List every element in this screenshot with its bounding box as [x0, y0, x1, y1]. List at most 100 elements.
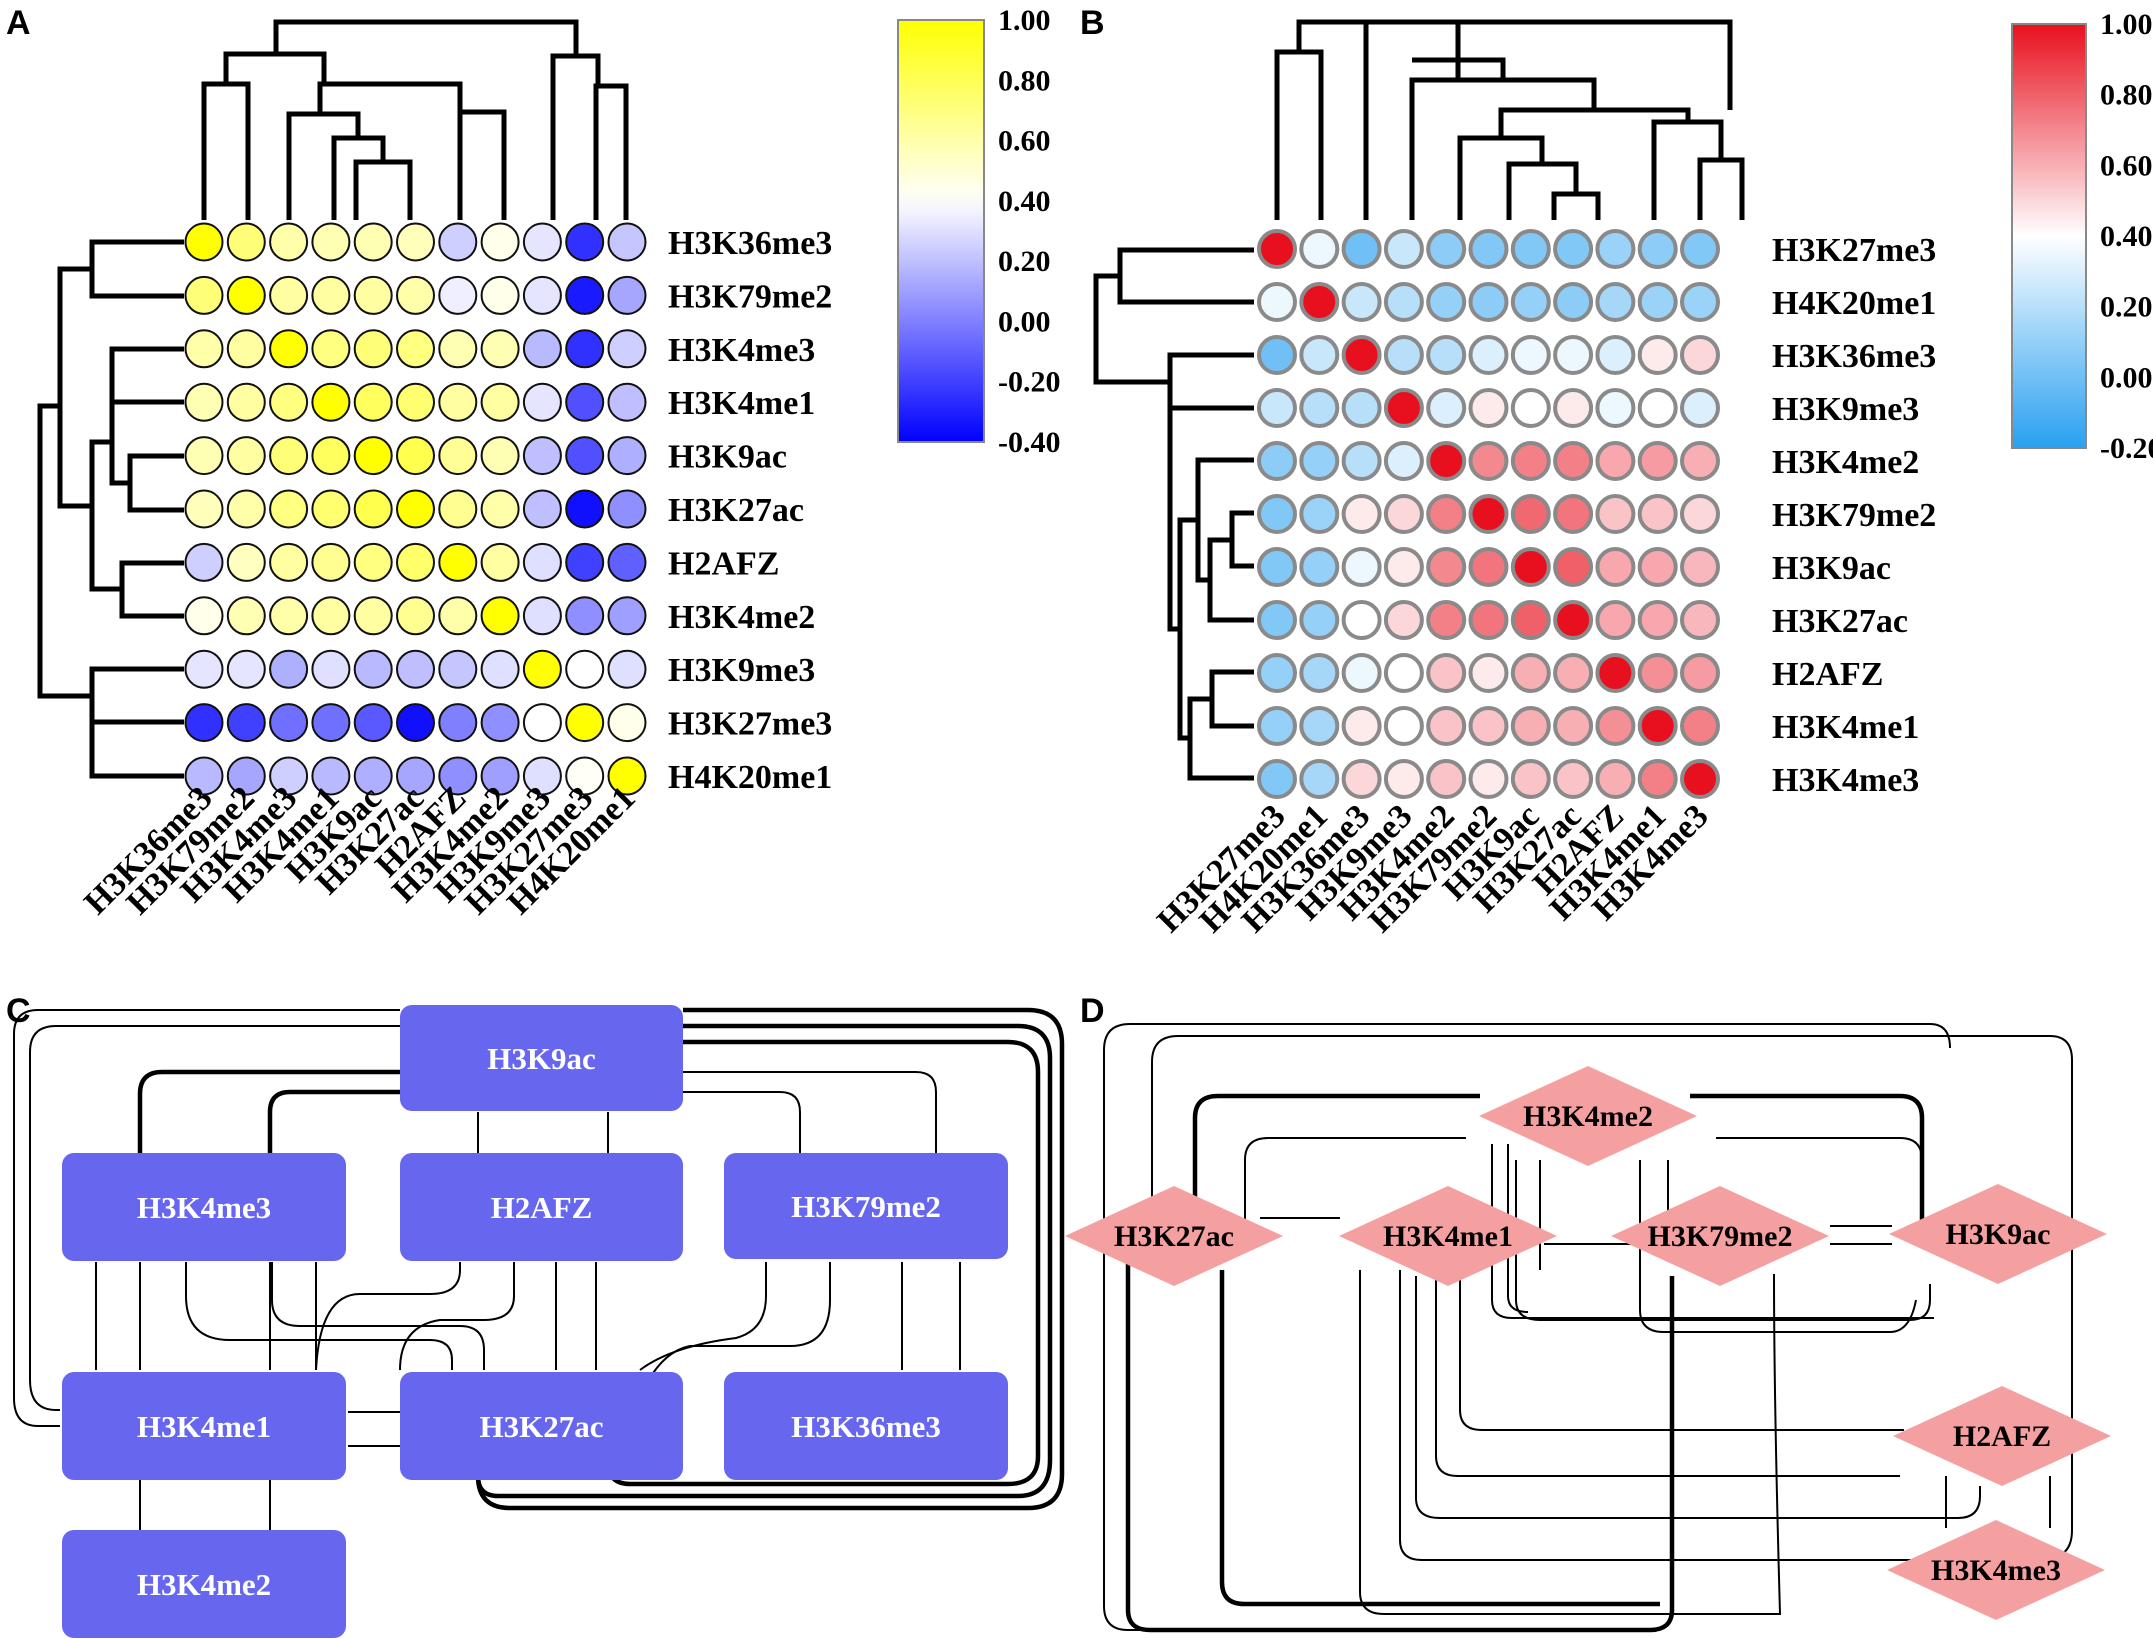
heatmap-cell	[269, 382, 309, 422]
heatmap-cell	[1510, 600, 1551, 640]
heatmap-cell	[1299, 229, 1340, 269]
heatmap-cell	[522, 275, 562, 315]
panel-a-cell-grid	[184, 222, 647, 796]
heatmap-cell	[438, 542, 478, 582]
heatmap-cell	[1426, 706, 1467, 746]
heatmap-cell	[353, 382, 393, 422]
network-node[interactable]: H3K4me1	[1339, 1186, 1557, 1286]
colorbar-tick-label: 0.00	[998, 305, 1051, 338]
row-label: H3K36me3	[668, 225, 832, 262]
heatmap-cell	[522, 382, 562, 422]
heatmap-cell	[522, 436, 562, 476]
heatmap-cell	[353, 649, 393, 689]
colorbar-tick-label: 0.60	[2100, 149, 2153, 182]
heatmap-cell	[1637, 759, 1678, 799]
network-node[interactable]: H3K9ac	[400, 1005, 683, 1111]
heatmap-cell	[438, 275, 478, 315]
heatmap-cell	[1468, 600, 1509, 640]
heatmap-cell	[396, 436, 435, 476]
network-node[interactable]: H2AFZ	[1893, 1386, 2111, 1486]
heatmap-cell	[480, 222, 520, 262]
network-node[interactable]: H3K79me2	[724, 1153, 1008, 1259]
heatmap-cell	[1257, 441, 1297, 481]
heatmap-cell	[438, 436, 478, 476]
network-node[interactable]: H3K4me3	[1887, 1520, 2105, 1620]
heatmap-cell	[1595, 706, 1636, 746]
network-node[interactable]: H3K36me3	[724, 1372, 1008, 1480]
row-label: H2AFZ	[668, 545, 779, 582]
heatmap-cell	[607, 703, 647, 743]
heatmap-cell	[1595, 388, 1636, 428]
heatmap-cell	[1637, 653, 1678, 693]
heatmap-cell	[1426, 335, 1467, 375]
panel-b-colorbar: 1.000.800.600.400.200.00-0.20	[2011, 8, 2153, 465]
heatmap-cell	[269, 329, 309, 369]
heatmap-cell	[565, 489, 605, 529]
heatmap-cell	[184, 382, 224, 422]
heatmap-cell	[565, 649, 605, 689]
heatmap-cell	[480, 649, 520, 689]
row-label: H3K36me3	[1772, 338, 1936, 375]
network-node[interactable]: H3K4me3	[62, 1153, 346, 1261]
network-node[interactable]: H3K27ac	[1065, 1186, 1283, 1286]
network-node[interactable]: H3K4me2	[1479, 1066, 1697, 1166]
heatmap-cell	[522, 489, 562, 529]
heatmap-cell	[1299, 653, 1340, 693]
heatmap-cell	[1299, 600, 1340, 640]
heatmap-cell	[1553, 600, 1594, 640]
heatmap-cell	[1257, 282, 1297, 322]
heatmap-cell	[1553, 388, 1594, 428]
heatmap-cell	[522, 703, 562, 743]
heatmap-cell	[1383, 388, 1424, 428]
heatmap-cell	[184, 703, 224, 743]
heatmap-cell	[1468, 494, 1509, 534]
heatmap-cell	[226, 382, 266, 422]
heatmap-cell	[438, 649, 478, 689]
colorbar-gradient	[897, 19, 985, 443]
heatmap-cell	[1426, 494, 1467, 534]
heatmap-cell	[311, 649, 351, 689]
heatmap-cell	[396, 275, 435, 315]
network-node[interactable]: H3K4me1	[62, 1372, 346, 1480]
heatmap-cell	[1553, 441, 1594, 481]
network-node[interactable]: H2AFZ	[400, 1153, 683, 1261]
panel-a-colorbar: 1.000.800.600.400.200.00-0.20-0.40	[897, 4, 1061, 459]
heatmap-cell	[1299, 547, 1340, 587]
heatmap-cell	[1299, 335, 1340, 375]
heatmap-cell	[1553, 282, 1594, 322]
heatmap-cell	[311, 329, 351, 369]
row-label: H3K4me2	[1772, 444, 1919, 481]
heatmap-cell	[480, 489, 520, 529]
heatmap-cell	[1383, 653, 1424, 693]
heatmap-cell	[396, 649, 435, 689]
node-label: H3K9ac	[1946, 1218, 2051, 1251]
heatmap-cell	[1383, 759, 1424, 799]
heatmap-cell	[1426, 759, 1467, 799]
heatmap-cell	[480, 703, 520, 743]
heatmap-cell	[1510, 388, 1551, 428]
row-label: H4K20me1	[668, 759, 832, 796]
network-node[interactable]: H3K27ac	[400, 1372, 683, 1480]
heatmap-cell	[184, 596, 224, 636]
heatmap-cell	[1383, 494, 1424, 534]
network-node[interactable]: H3K9ac	[1889, 1184, 2107, 1284]
heatmap-cell	[1341, 388, 1382, 428]
panel-a-letter: A	[6, 4, 31, 42]
heatmap-cell	[1680, 229, 1720, 269]
heatmap-cell	[1299, 388, 1340, 428]
heatmap-cell	[522, 542, 562, 582]
panel-b-top-dendrogram	[1274, 19, 1745, 220]
heatmap-cell	[226, 596, 266, 636]
heatmap-cell	[269, 542, 309, 582]
network-node[interactable]: H3K4me2	[62, 1530, 346, 1638]
panel-b-letter: B	[1080, 4, 1105, 42]
heatmap-cell	[1637, 388, 1678, 428]
colorbar-tick-label: 0.80	[2100, 79, 2153, 112]
heatmap-cell	[1680, 653, 1720, 693]
heatmap-cell	[1468, 547, 1509, 587]
heatmap-cell	[1637, 706, 1678, 746]
heatmap-cell	[184, 649, 224, 689]
network-node[interactable]: H3K79me2	[1611, 1186, 1829, 1286]
